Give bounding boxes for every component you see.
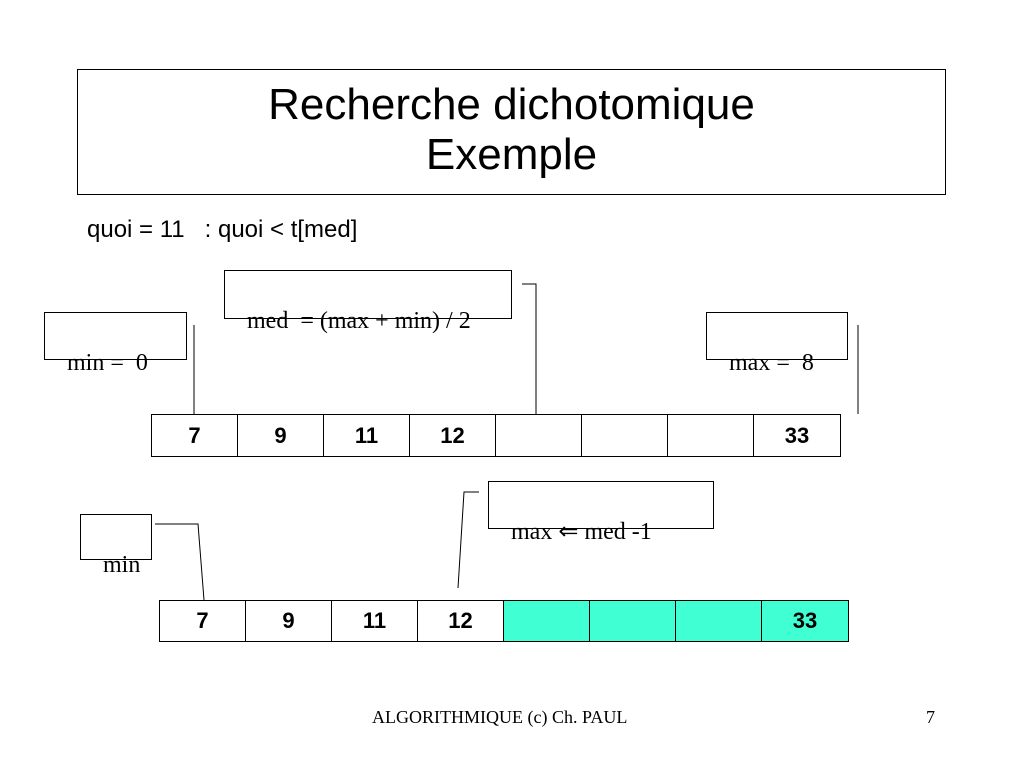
array-updated: 7 9 11 12 33 (159, 600, 849, 642)
max-update-label: max ⇐ med -1 (511, 519, 652, 545)
page-number: 7 (926, 707, 935, 727)
array-updated-cell-7: 33 (762, 601, 848, 641)
array-updated-cell-1: 9 (246, 601, 332, 641)
array-initial-cell-4 (496, 415, 582, 456)
footer-text: ALGORITHMIQUE (c) Ch. PAUL (372, 707, 628, 727)
array-initial-cell-7: 33 (784, 422, 810, 448)
title-sub: Exemple (425, 130, 598, 179)
max-value-box: max = 8 (706, 312, 848, 376)
max-update-pointer-line (457, 491, 479, 589)
title-box: Recherche dichotomique Exemple (77, 69, 946, 195)
title-main: Recherche dichotomique (268, 80, 755, 129)
array-initial-cell-1: 9 (238, 415, 324, 456)
max-update-box: max ⇐ med -1 (488, 481, 714, 545)
array-initial-cell-5 (582, 415, 668, 456)
min-value-label: min = 0 (67, 350, 148, 376)
array-initial-cell-6 (668, 415, 754, 456)
min-value-box: min = 0 (44, 312, 187, 376)
array-initial-cell-0: 7 (152, 415, 238, 456)
max-value-label: max = 8 (729, 350, 814, 376)
array-updated-cell-5 (590, 601, 676, 641)
array-updated-cell-3: 12 (418, 601, 504, 641)
med-pointer-line (522, 283, 537, 414)
search-condition: quoi = 11 : quoi < t[med] (87, 216, 358, 243)
min-pointer-box: min (80, 514, 152, 578)
min-pointer-label: min (103, 552, 141, 578)
array-updated-cell-6 (676, 601, 762, 641)
array-initial-cell-3: 12 (410, 415, 496, 456)
med-formula-label: med = (max + min) / 2 (247, 308, 471, 334)
med-formula-box: med = (max + min) / 2 (224, 270, 512, 334)
array-updated-cell-2: 11 (332, 601, 418, 641)
array-updated-cell-4 (504, 601, 590, 641)
min-update-pointer-line (155, 523, 205, 601)
array-initial-cell-2: 11 (324, 415, 410, 456)
array-updated-cell-0: 7 (160, 601, 246, 641)
array-initial: 7 9 11 12 33 (151, 414, 841, 457)
